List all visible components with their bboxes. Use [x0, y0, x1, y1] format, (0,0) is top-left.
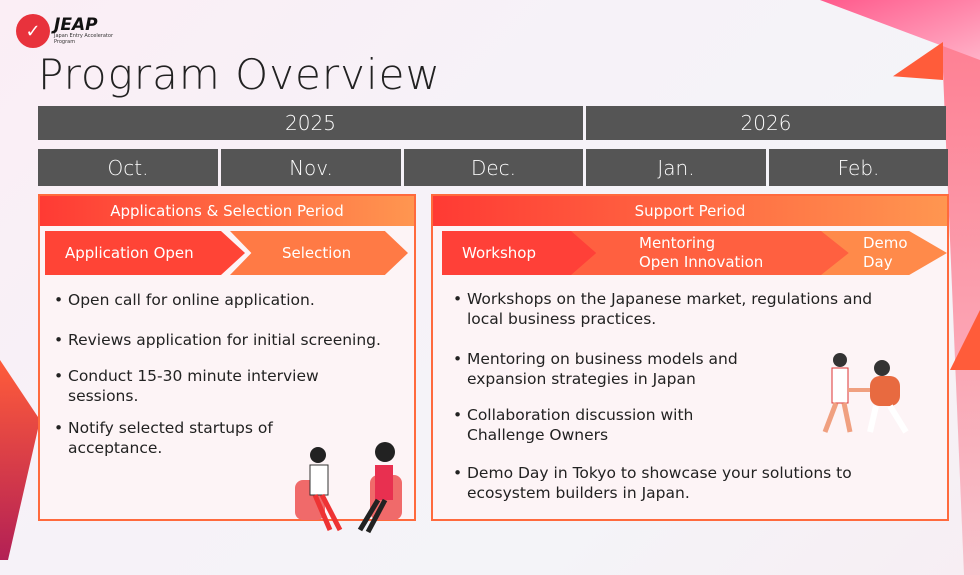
- logo-name: JEAP: [54, 15, 98, 35]
- year-2025: 2025: [38, 106, 583, 140]
- bullet: Reviews application for initial screenin…: [54, 330, 409, 350]
- stage-label: Open Innovation: [639, 253, 764, 271]
- page-title: Program Overview: [38, 50, 441, 99]
- bullet: Collaboration discussion with Challenge …: [453, 405, 723, 445]
- bullet: Mentoring on business models and expansi…: [453, 349, 773, 389]
- bullet: Notify selected startups of acceptance.: [54, 418, 314, 458]
- panel-header: Support Period: [433, 196, 947, 226]
- stage-label: Demo: [863, 234, 908, 252]
- stage-workshop: Workshop: [442, 231, 602, 275]
- handshake-illustration-icon: [822, 353, 909, 434]
- decor-triangle-left: [0, 360, 40, 560]
- panel-header: Applications & Selection Period: [40, 196, 414, 226]
- interview-illustration-icon: [295, 442, 402, 534]
- applications-panel: Applications & Selection Period Applicat…: [38, 194, 416, 521]
- stage-mentoring: Mentoring Open Innovation: [571, 231, 851, 275]
- bullet: Open call for online application.: [54, 290, 409, 310]
- support-panel: Support Period Workshop Mentoring Open I…: [431, 194, 949, 521]
- logo-subtitle: Japan Entry Accelerator Program: [54, 33, 113, 45]
- bullet: Conduct 15-30 minute interview sessions.: [54, 366, 354, 406]
- month-jan: Jan.: [586, 149, 766, 186]
- month-feb: Feb.: [769, 149, 948, 186]
- month-nov: Nov.: [221, 149, 401, 186]
- stage-application-open: Application Open: [45, 231, 245, 275]
- decor-triangle: [893, 42, 943, 80]
- stage-selection: Selection: [230, 231, 408, 275]
- bullet: Workshops on the Japanese market, regula…: [453, 289, 883, 329]
- stage-label: Mentoring: [639, 234, 716, 252]
- logo: ✓ JEAP Japan Entry Accelerator Program: [16, 14, 114, 48]
- bullet: Demo Day in Tokyo to showcase your solut…: [453, 463, 873, 503]
- year-2026: 2026: [586, 106, 946, 140]
- stage-label: Day: [863, 253, 893, 271]
- decor-corner: [820, 0, 980, 60]
- applications-bullets: Open call for online application. Review…: [54, 290, 409, 458]
- month-oct: Oct.: [38, 149, 218, 186]
- support-bullets: Workshops on the Japanese market, regula…: [453, 289, 883, 503]
- logo-mark-icon: ✓: [16, 14, 50, 48]
- month-dec: Dec.: [404, 149, 583, 186]
